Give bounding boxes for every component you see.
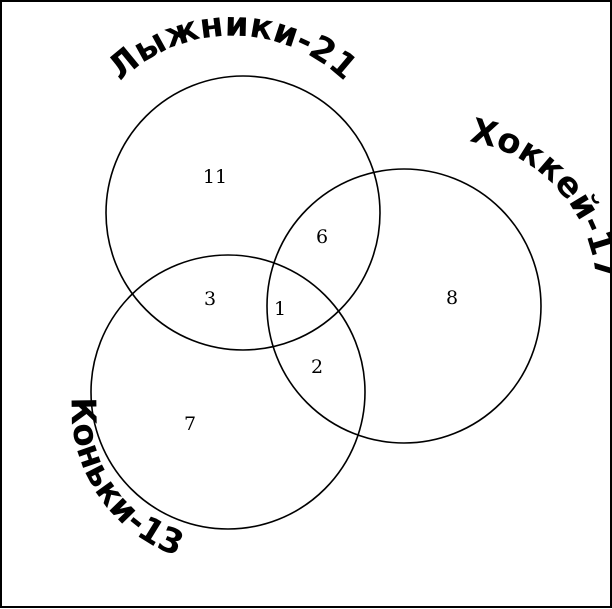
circle-skates: [90, 254, 366, 530]
region-skiers-skates: 3: [204, 288, 216, 310]
region-skiers-only: 11: [203, 166, 227, 188]
region-hockey-skates: 2: [311, 356, 323, 378]
region-skates-only: 7: [184, 413, 196, 435]
region-skiers-hockey: 6: [316, 226, 328, 248]
circle-skiers: [105, 75, 381, 351]
region-all-three: 1: [274, 298, 286, 320]
circle-hockey: [266, 168, 542, 444]
region-hockey-only: 8: [446, 287, 458, 309]
